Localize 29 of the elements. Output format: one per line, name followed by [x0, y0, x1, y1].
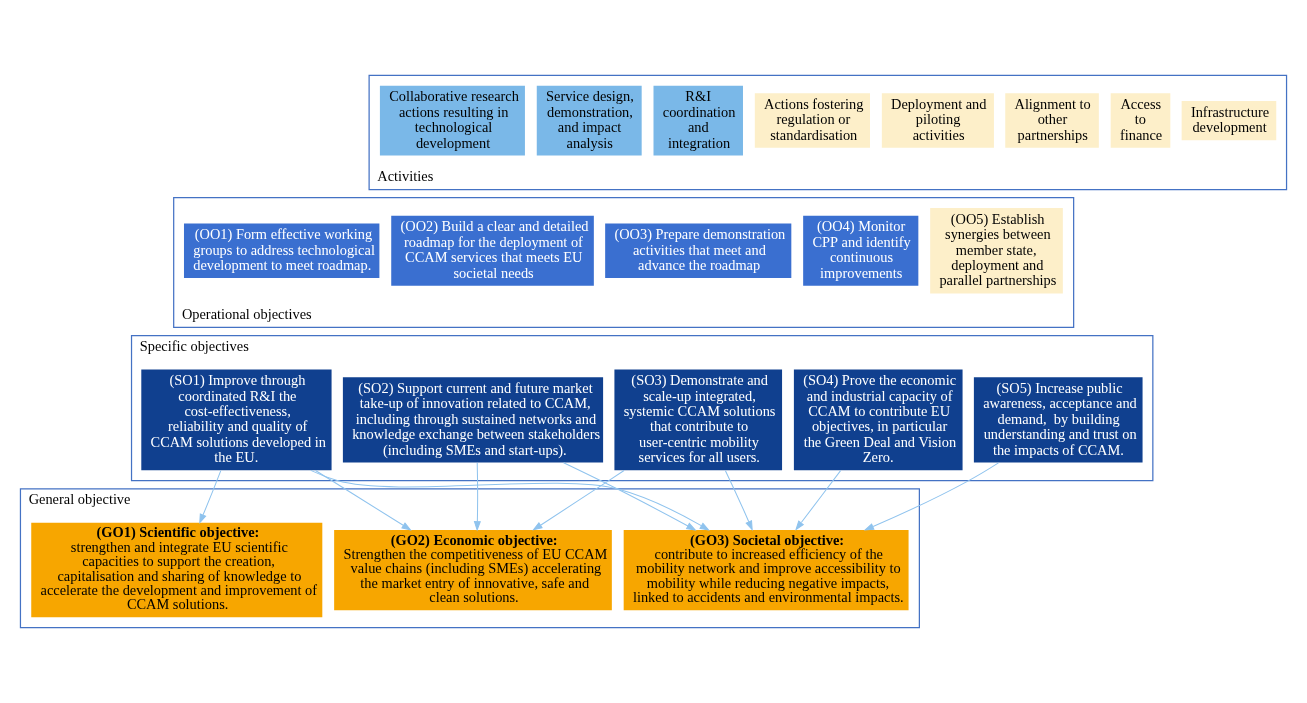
node-box: (OO2) Build a clear and detailed roadmap for the deployment of CCAM services that meets EU societal needs	[391, 215, 594, 286]
node-box: (SO1) Improve through coordinated R&I the cost-effectiveness, reliability and quality of CCAM solutions developed in the EU.	[141, 369, 332, 471]
node-box: R&I coordination and integration	[653, 85, 743, 156]
node-box: (OO1) Form effective working groups to address technological development to meet roadmap.	[184, 223, 380, 278]
node-box: (GO2) Economic objective: Strengthen the competitiveness of EU CCAM value chains (including SMEs) accelerating the market entry of innovative, safe and clean solutions.	[334, 529, 612, 611]
node-box: Deployment and piloting activities	[881, 93, 994, 148]
arrow	[473, 462, 481, 532]
node-box: (SO5) Increase public awareness, acceptance and demand, by building understanding and trust on the impacts of CCAM.	[973, 377, 1143, 463]
arrow	[795, 470, 842, 531]
arrow	[310, 469, 710, 531]
node-box: (SO4) Prove the economic and industrial capacity of CCAM to contribute EU objectives, in particular the Green Deal and Vision Zero.	[793, 369, 963, 471]
arrow	[563, 462, 697, 531]
node-box: (OO3) Prepare demonstration activities that meet and advance the roadmap	[605, 223, 792, 278]
node-box: (OO5) Establish synergies between member state, deployment and parallel partnerships	[930, 208, 1063, 294]
node-box: (OO4) Monitor CPP and identify continuous improvements	[803, 215, 919, 286]
node-box: Infrastructure development	[1181, 101, 1277, 141]
arrow	[724, 470, 753, 531]
node-box: (GO1) Scientific objective: strengthen and integrate EU scientific capacities to support the creation, capitalisation and sharing of knowledge to accelerate the development and improvement of CCAM solutions.	[31, 522, 323, 618]
node-box: Actions fostering regulation or standardisation	[754, 93, 870, 148]
node-box: Access to finance	[1110, 93, 1171, 148]
arrow	[532, 469, 625, 531]
arrow	[315, 469, 412, 531]
node-box: Alignment to other partnerships	[1005, 93, 1099, 148]
node-box: Collaborative research actions resulting in technological development	[379, 85, 525, 156]
node-box: (GO3) Societal objective: contribute to increased efficiency of the mobility network and improve accessibility to mobility while reducing negative impacts, linked to accidents and environmental impacts.	[623, 529, 909, 611]
node-box: (SO2) Support current and future market take-up of innovation related to CCAM, including through sustained networks and knowledge exchange between stakeholders (including SMEs and start-ups).	[342, 377, 604, 463]
arrow	[863, 462, 999, 531]
node-box: (SO3) Demonstrate and scale-up integrated, systemic CCAM solutions that contribute to user-centric mobility services for all users.	[614, 369, 783, 471]
node-box: Service design, demonstration, and impact analysis	[536, 85, 642, 156]
